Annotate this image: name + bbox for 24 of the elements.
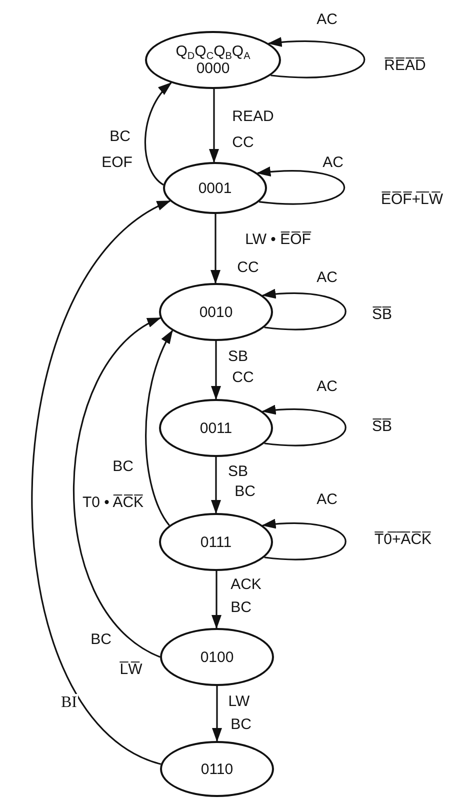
transition-arrow bbox=[210, 214, 220, 284]
transition-arrow bbox=[262, 289, 346, 330]
transition-arrow bbox=[268, 37, 366, 78]
transition-arrow bbox=[212, 571, 222, 629]
state-code: 0000 bbox=[196, 60, 230, 77]
transition-arrow bbox=[31, 200, 171, 765]
state-code: 0100 bbox=[200, 648, 234, 666]
transition-arrow bbox=[72, 317, 162, 658]
transition-arrow bbox=[262, 405, 346, 446]
transition-arrow bbox=[262, 519, 346, 560]
state-code: 0111 bbox=[200, 534, 232, 550]
transition-arrow bbox=[256, 167, 345, 205]
transition-arrow bbox=[212, 686, 222, 742]
state-code: 0001 bbox=[198, 180, 232, 196]
state-ellipse bbox=[163, 162, 267, 214]
transition-arrow bbox=[145, 330, 174, 526]
state-variables: Q$_{D}$Q$_{C}$Q$_{B}$Q$_{A}$ bbox=[176, 43, 250, 60]
transition-arrow bbox=[209, 89, 219, 163]
state-code: 0011 bbox=[200, 420, 232, 436]
transition-arrow bbox=[211, 341, 221, 400]
transition-arrow bbox=[211, 457, 221, 514]
transition-arrow bbox=[144, 82, 172, 186]
state-code: 0110 bbox=[200, 760, 234, 778]
state-code: 0010 bbox=[199, 304, 233, 320]
